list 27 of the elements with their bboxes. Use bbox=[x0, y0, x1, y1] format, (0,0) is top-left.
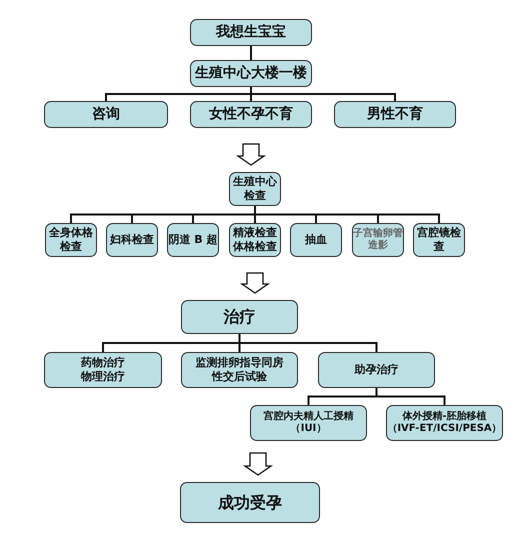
connector-line bbox=[238, 334, 378, 352]
process-box: 宫腔镜检查 bbox=[413, 223, 465, 257]
process-box: 生殖中心检查 bbox=[229, 172, 281, 206]
process-box: 生殖中心大楼一楼 bbox=[190, 60, 312, 87]
process-box: 体外授精-胚胎移植（IVF-ET/ICSI/PESA） bbox=[386, 405, 503, 441]
process-box: 男性不育 bbox=[334, 101, 456, 128]
process-box: 助孕治疗 bbox=[318, 352, 435, 388]
process-box: 妇科检查 bbox=[106, 223, 158, 257]
process-box: 监测排卵指导同房 性交后试验 bbox=[181, 352, 298, 388]
process-box: 全身体格检查 bbox=[45, 223, 97, 257]
process-box: 阴道 B 超 bbox=[167, 223, 219, 257]
connector-line bbox=[250, 87, 396, 101]
process-box: 药物治疗 物理治疗 bbox=[44, 352, 162, 388]
process-box: 子宫输卵管造影 bbox=[352, 223, 404, 257]
process-box: 咨询 bbox=[44, 101, 168, 128]
process-box: 精液检查 体格检查 bbox=[229, 223, 281, 257]
block-arrow bbox=[240, 272, 270, 294]
process-box: 抽血 bbox=[290, 223, 342, 257]
block-arrow bbox=[242, 452, 274, 476]
process-box: 女性不孕不育 bbox=[190, 101, 312, 128]
process-box: 我想生宝宝 bbox=[190, 19, 312, 46]
connector-line bbox=[254, 206, 440, 223]
connector-line bbox=[250, 46, 252, 60]
process-box: 治疗 bbox=[181, 300, 298, 334]
block-arrow bbox=[236, 143, 266, 166]
process-box: 成功受孕 bbox=[180, 482, 320, 523]
process-box: 宫腔内夫精人工授精（IUI） bbox=[250, 405, 367, 441]
